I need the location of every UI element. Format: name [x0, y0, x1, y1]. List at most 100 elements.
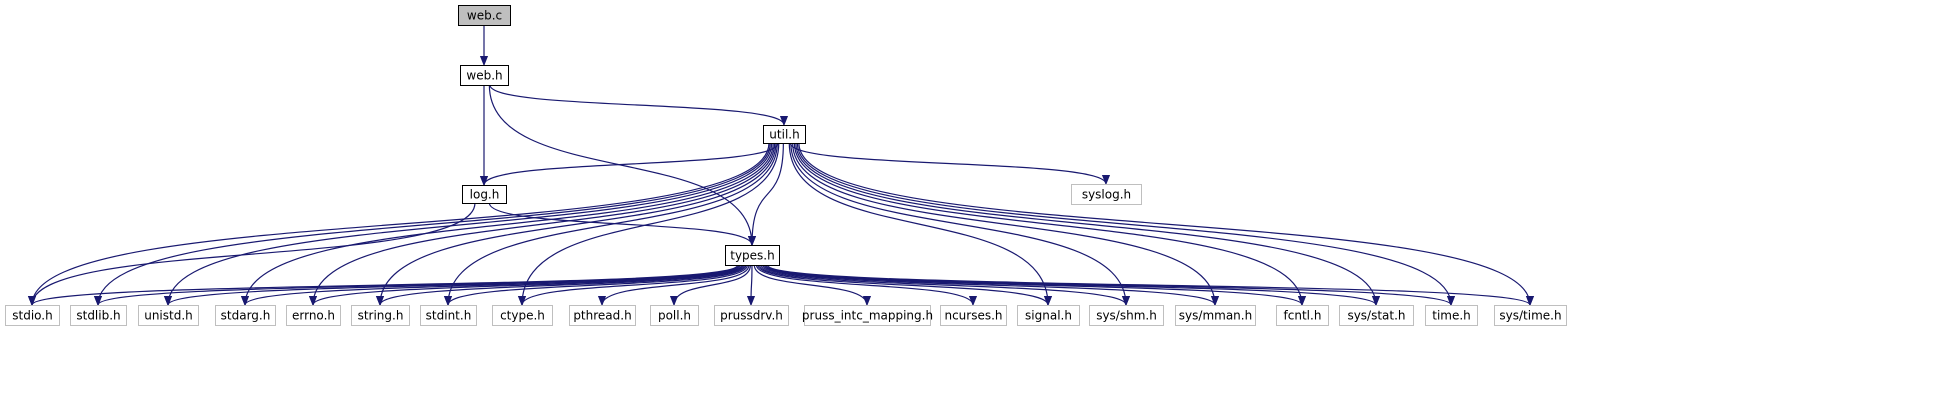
node-box [1425, 305, 1478, 326]
edge-types-h-to-poll-h [674, 264, 752, 306]
node-log-h[interactable]: log.h [462, 185, 507, 204]
node-signal-h: signal.h [1017, 305, 1080, 326]
node-pruss-intc-mapping-h: pruss_intc_mapping.h [802, 305, 933, 326]
edge-util-h-to-stdarg-h [245, 142, 774, 305]
edge-types-h-to-sys-shm-h [758, 264, 1126, 306]
edge-types-h-to-signal-h [757, 264, 1048, 306]
edge-util-h-to-stdio-h [32, 142, 770, 305]
edge-types-h-to-errno-h [313, 264, 744, 306]
node-fcntl-h: fcntl.h [1276, 305, 1329, 326]
edge-util-h-to-unistd-h [168, 142, 773, 305]
edge-util-h-to-time-h [796, 142, 1451, 305]
edge-types-h-to-prussdrv-h [751, 264, 752, 305]
edge-types-h-to-stdarg-h [245, 264, 743, 306]
edge-log-h-to-stdio-h [32, 202, 476, 305]
edge-types-h-to-ncurses-h [755, 264, 973, 306]
node-box [351, 305, 410, 326]
node-label: sys/stat.h [1347, 309, 1405, 323]
edge-util-h-to-syslog-h [789, 142, 1106, 185]
edge-types-h-to-stdlib-h [98, 264, 740, 306]
node-box [569, 305, 636, 326]
node-box [763, 125, 806, 144]
node-box [286, 305, 341, 326]
edge-web-h-to-util-h [489, 84, 784, 126]
node-label: web.h [466, 69, 502, 83]
node-box [5, 305, 60, 326]
node-box [420, 305, 477, 326]
node-label: stdio.h [12, 309, 52, 323]
node-sys-time-h: sys/time.h [1494, 305, 1567, 326]
node-label: stdarg.h [221, 309, 271, 323]
edge-types-h-to-sys-time-h [766, 264, 1530, 306]
node-label: util.h [769, 128, 799, 142]
node-box [1017, 305, 1080, 326]
edge-types-h-to-pthread-h [602, 264, 750, 306]
node-stdlib-h: stdlib.h [70, 305, 127, 326]
edge-types-h-to-time-h [765, 264, 1451, 306]
node-label: time.h [1432, 309, 1471, 323]
edge-util-h-to-sys-stat-h [795, 142, 1376, 305]
node-web-h[interactable]: web.h [460, 65, 509, 86]
edge-log-h-to-types-h [488, 202, 752, 246]
node-box [1276, 305, 1329, 326]
edge-util-h-to-types-h [752, 142, 784, 245]
node-prussdrv-h: prussdrv.h [714, 305, 789, 326]
node-box [215, 305, 276, 326]
node-sys-shm-h: sys/shm.h [1089, 305, 1164, 326]
node-box [492, 305, 553, 326]
edge-util-h-to-sys-mman-h [792, 142, 1215, 305]
node-box [650, 305, 699, 326]
node-box [714, 305, 789, 326]
node-ncurses-h: ncurses.h [940, 305, 1007, 326]
node-box [725, 245, 780, 266]
node-pthread-h: pthread.h [569, 305, 636, 326]
edge-types-h-to-string-h [380, 264, 746, 306]
node-label: types.h [730, 249, 774, 263]
node-label: stdlib.h [76, 309, 120, 323]
node-box [458, 5, 511, 26]
edge-util-h-to-errno-h [313, 142, 776, 305]
node-sys-stat-h: sys/stat.h [1339, 305, 1414, 326]
node-label: signal.h [1025, 309, 1072, 323]
node-syslog-h: syslog.h [1071, 184, 1142, 205]
edge-util-h-to-sys-time-h [798, 142, 1530, 305]
node-time-h: time.h [1425, 305, 1478, 326]
node-box [462, 185, 507, 204]
node-stdint-h: stdint.h [420, 305, 477, 326]
node-label: prussdrv.h [720, 309, 783, 323]
edge-util-h-to-sys-shm-h [790, 142, 1126, 305]
edge-util-h-to-string-h [380, 142, 777, 305]
node-web-c[interactable]: web.c [458, 5, 511, 26]
node-label: sys/shm.h [1096, 309, 1157, 323]
node-label: ctype.h [500, 309, 545, 323]
node-string-h: string.h [351, 305, 410, 326]
node-label: fcntl.h [1284, 309, 1322, 323]
node-stdarg-h: stdarg.h [215, 305, 276, 326]
node-label: web.c [467, 9, 502, 23]
node-label: pthread.h [573, 309, 631, 323]
node-label: log.h [470, 188, 500, 202]
node-label: errno.h [292, 309, 335, 323]
node-types-h[interactable]: types.h [725, 245, 780, 266]
edge-util-h-to-fcntl-h [793, 142, 1302, 305]
edge-util-h-to-stdlib-h [98, 142, 771, 305]
edge-types-h-to-sys-mman-h [760, 264, 1215, 306]
node-label: poll.h [658, 309, 691, 323]
edge-types-h-to-unistd-h [168, 264, 741, 306]
node-box [940, 305, 1007, 326]
node-unistd-h: unistd.h [138, 305, 199, 326]
edge-types-h-to-ctype-h [522, 264, 748, 306]
node-util-h[interactable]: util.h [763, 125, 806, 144]
node-box [804, 305, 931, 326]
node-box [1494, 305, 1567, 326]
node-label: sys/mman.h [1179, 309, 1252, 323]
node-sys-mman-h: sys/mman.h [1175, 305, 1256, 326]
edge-types-h-to-fcntl-h [762, 264, 1302, 306]
node-box [1339, 305, 1414, 326]
edge-util-h-to-ctype-h [522, 142, 780, 305]
edge-types-h-to-sys-stat-h [763, 264, 1376, 306]
node-box [138, 305, 199, 326]
edge-util-h-to-signal-h [788, 142, 1048, 305]
edge-types-h-to-stdint-h [448, 264, 747, 306]
